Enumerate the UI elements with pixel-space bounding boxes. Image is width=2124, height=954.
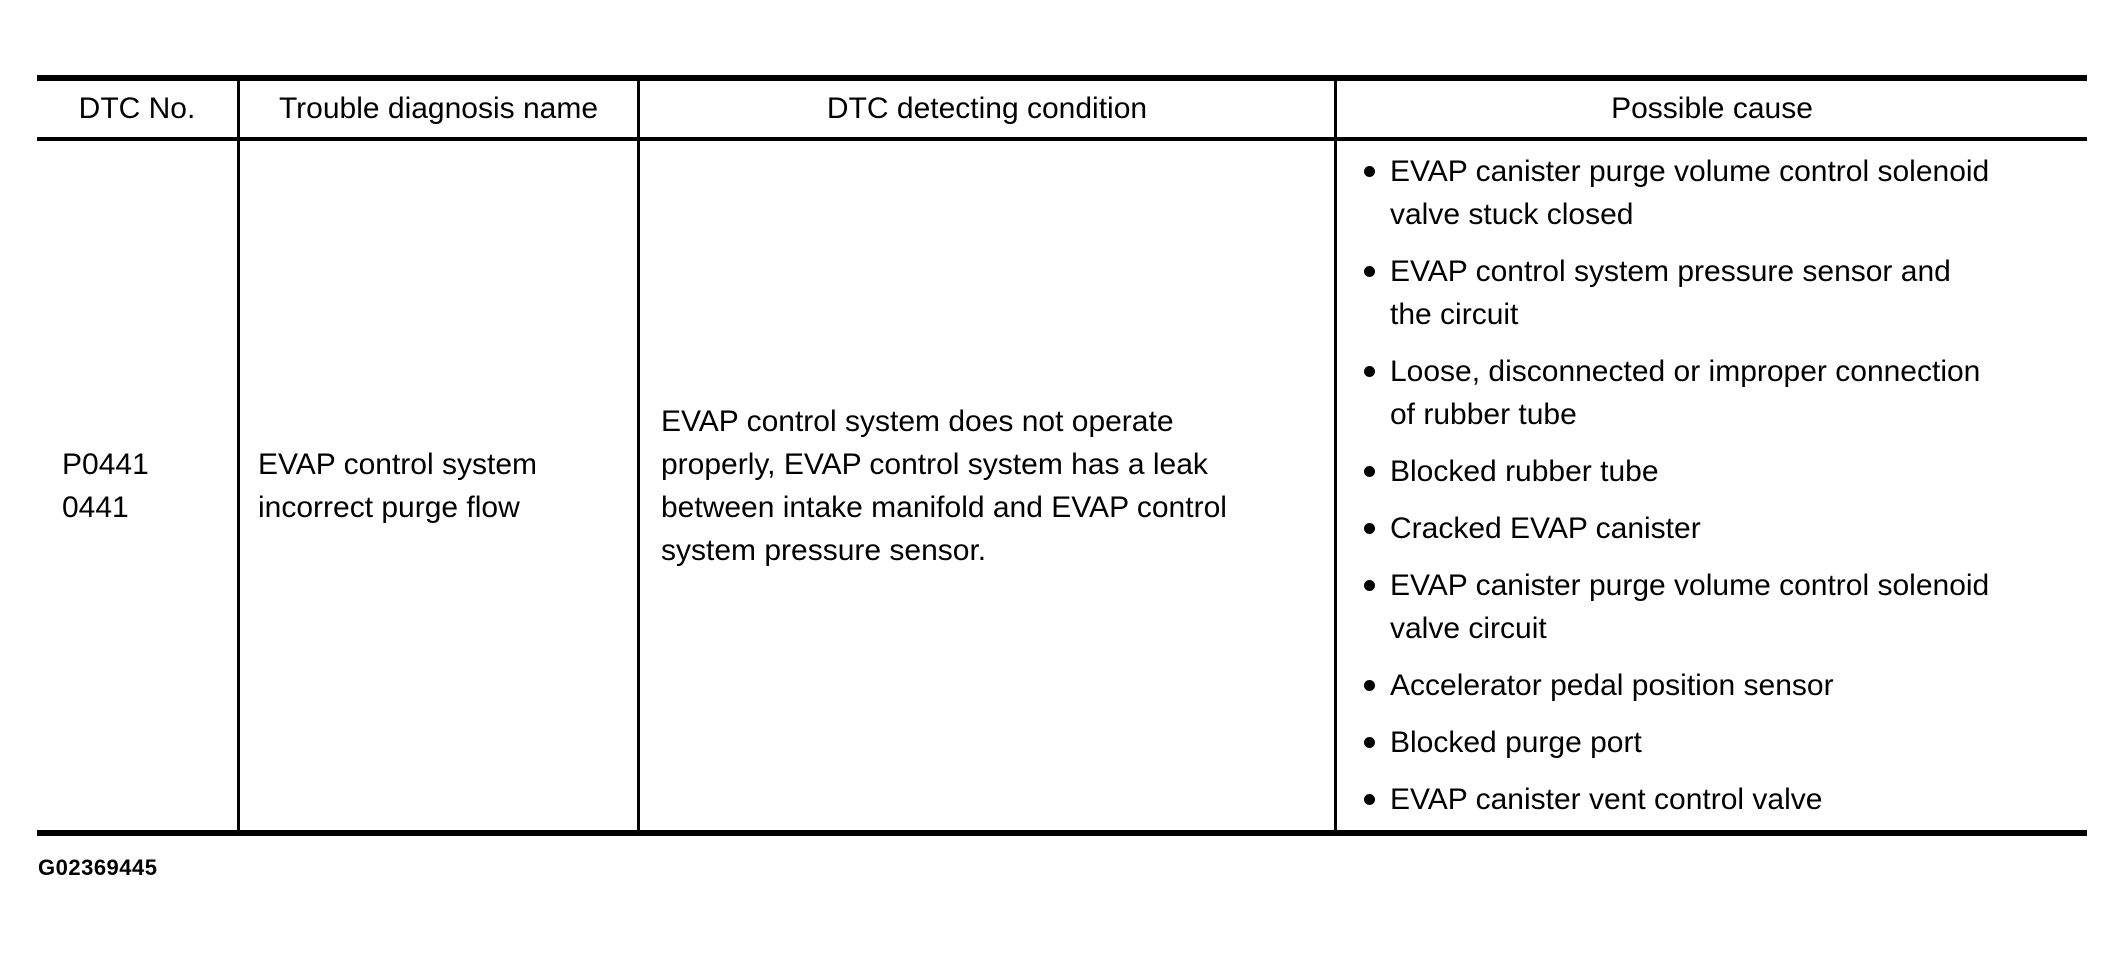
possible-cause-text: EVAP canister purge volume control solen… [1390, 155, 1990, 231]
possible-cause-text: Loose, disconnected or improper connecti… [1390, 355, 1981, 431]
possible-cause-item: EVAP canister purge volume control solen… [1364, 564, 2085, 650]
bullet-icon [1364, 366, 1375, 377]
table-bottom-border [37, 830, 2087, 836]
possible-cause-item: Accelerator pedal position sensor [1364, 664, 2085, 707]
table-top-border [37, 75, 2087, 81]
trouble-diagnosis-name-value: EVAP control system incorrect purge flow [258, 447, 537, 524]
bullet-icon [1364, 580, 1375, 591]
possible-cause-item: EVAP canister vent control valve [1364, 778, 2085, 821]
possible-cause-item: EVAP control system pressure sensor and … [1364, 250, 2085, 336]
cell-dtc-detecting-condition: EVAP control system does not operate pro… [640, 141, 1334, 830]
possible-cause-text: Accelerator pedal position sensor [1390, 669, 1834, 702]
header-possible-cause-label: Possible cause [1611, 92, 1813, 125]
dtc-detecting-condition-value: EVAP control system does not operate pro… [661, 404, 1227, 567]
possible-cause-text: Blocked purge port [1390, 726, 1642, 759]
cell-dtc-no: P0441 0441 [37, 141, 237, 830]
header-dtc-no-label: DTC No. [78, 92, 196, 125]
possible-cause-text: EVAP canister vent control valve [1390, 783, 1823, 816]
bullet-icon [1364, 166, 1375, 177]
figure-id: G02369445 [38, 855, 158, 880]
dtc-table: DTC No. Trouble diagnosis name DTC detec… [37, 75, 2087, 836]
bullet-icon [1364, 466, 1375, 477]
possible-cause-text: EVAP control system pressure sensor and … [1390, 255, 1951, 331]
column-divider-1 [237, 75, 240, 836]
cell-trouble-diagnosis-name: EVAP control system incorrect purge flow [240, 141, 637, 830]
header-possible-cause: Possible cause [1337, 81, 2087, 137]
dtc-code-value: P0441 0441 [62, 447, 149, 524]
possible-cause-item: Cracked EVAP canister [1364, 507, 2085, 550]
header-separator-line [37, 137, 2087, 141]
cell-possible-cause: EVAP canister purge volume control solen… [1337, 141, 2087, 830]
header-trouble-diagnosis-name-label: Trouble diagnosis name [278, 92, 599, 125]
bullet-icon [1364, 680, 1375, 691]
header-dtc-detecting-condition-label: DTC detecting condition [826, 92, 1148, 125]
header-dtc-detecting-condition: DTC detecting condition [640, 81, 1334, 137]
column-divider-2 [637, 75, 640, 836]
possible-cause-item: Blocked rubber tube [1364, 450, 2085, 493]
column-divider-3 [1334, 75, 1337, 836]
header-dtc-no: DTC No. [37, 81, 237, 137]
bullet-icon [1364, 737, 1375, 748]
possible-cause-text: EVAP canister purge volume control solen… [1390, 569, 1990, 645]
possible-cause-text: Blocked rubber tube [1390, 455, 1659, 488]
possible-cause-item: EVAP canister purge volume control solen… [1364, 150, 2085, 236]
bullet-icon [1364, 794, 1375, 805]
possible-cause-text: Cracked EVAP canister [1390, 512, 1701, 545]
possible-cause-list: EVAP canister purge volume control solen… [1364, 150, 2085, 821]
possible-cause-item: Blocked purge port [1364, 721, 2085, 764]
header-trouble-diagnosis-name: Trouble diagnosis name [240, 81, 637, 137]
bullet-icon [1364, 266, 1375, 277]
bullet-icon [1364, 523, 1375, 534]
possible-cause-item: Loose, disconnected or improper connecti… [1364, 350, 2085, 436]
